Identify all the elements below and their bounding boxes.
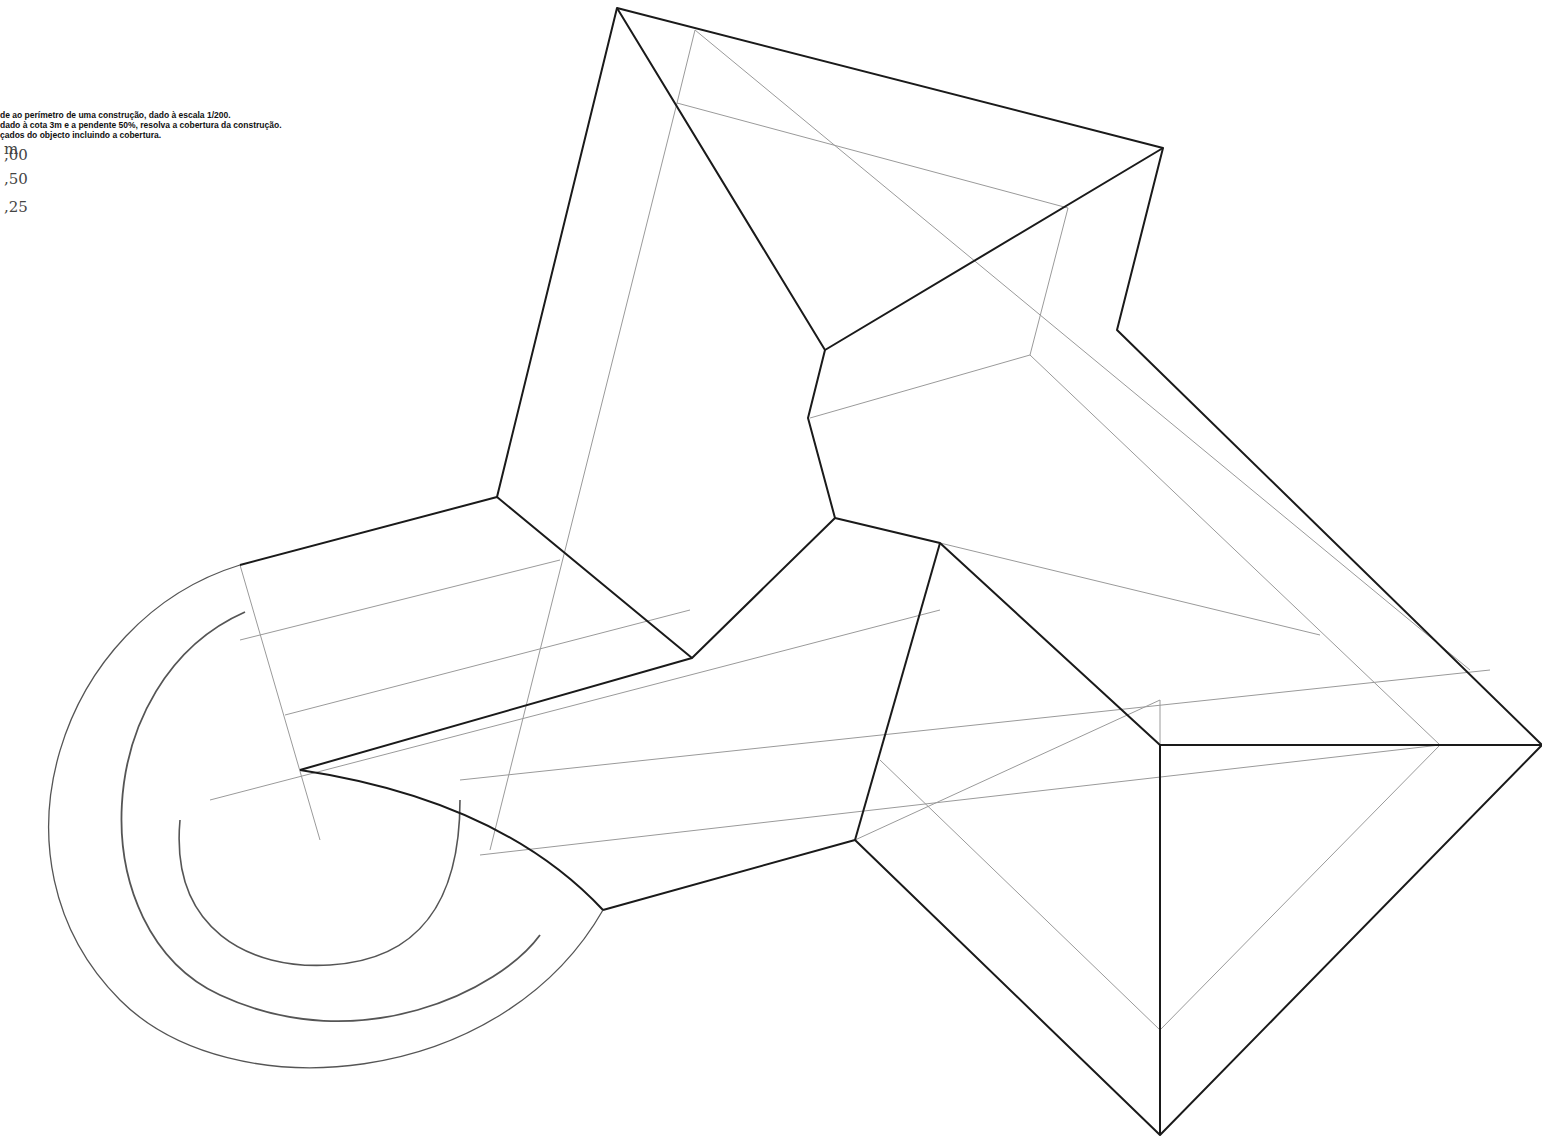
perimeter-and-ridges [240,8,1542,1135]
handwritten-note: ,25 [4,198,28,216]
handwritten-note: ,50 [4,170,28,188]
handwritten-note: ,00 [4,146,28,164]
curved-wall-lines [49,565,603,1068]
statement-line: dado à cota 3m e a pendente 50%, resolva… [0,120,282,130]
statement-line: de ao perímetro de uma construção, dado … [0,110,231,120]
construction-lines [210,30,1490,1030]
statement-line: çados do objecto incluindo a cobertura. [0,130,161,140]
